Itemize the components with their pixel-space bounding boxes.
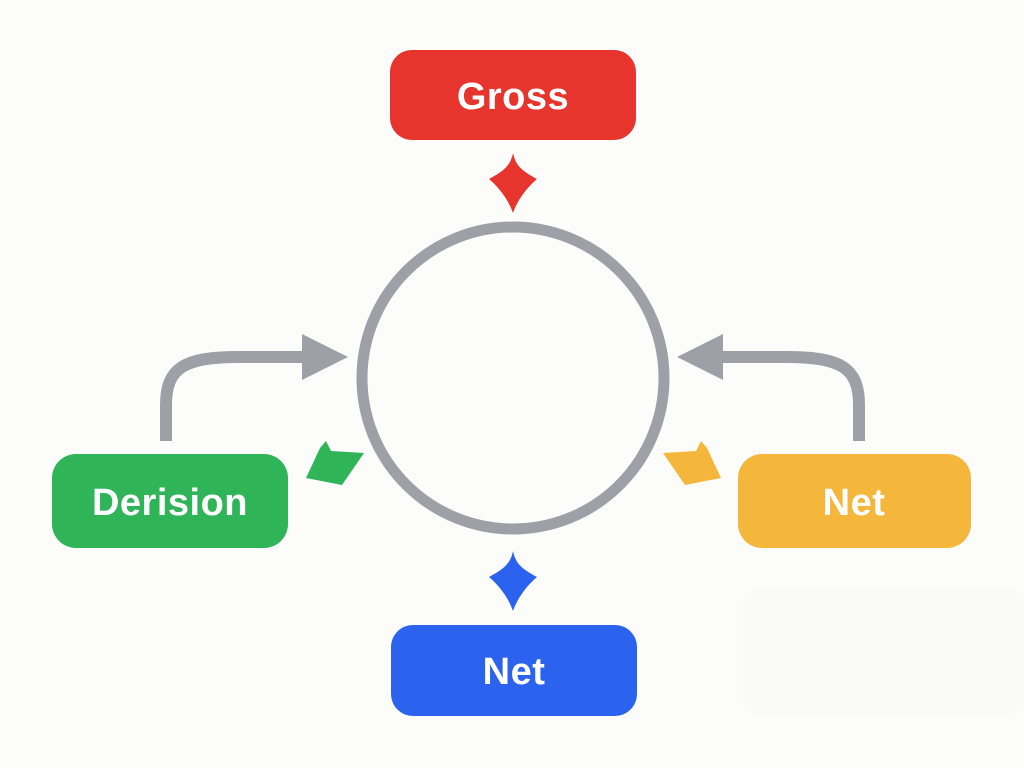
node-net-right-box <box>738 454 971 548</box>
node-net-right-label: Net <box>823 482 886 524</box>
right-curved-arrow-head-icon <box>677 334 723 380</box>
cycle-circle <box>356 221 670 535</box>
node-gross-label: Gross <box>457 76 569 118</box>
blue-diamond-arrow-icon <box>489 551 537 611</box>
green-chunky-arrow-icon <box>306 441 364 485</box>
node-gross-box <box>390 50 636 140</box>
node-derision: Derision <box>52 454 288 548</box>
node-derision-box <box>52 454 288 548</box>
left-curved-arrow-shaft <box>160 351 302 441</box>
left-curved-arrow-head-icon <box>302 334 348 380</box>
node-net-right: Net <box>738 454 971 548</box>
background-patch <box>742 588 1024 716</box>
node-gross: Gross <box>390 50 636 140</box>
red-diamond-arrow-icon <box>489 153 537 213</box>
node-net-bottom: Net <box>391 625 637 716</box>
right-curved-arrow-shaft <box>723 351 865 441</box>
node-net-bottom-label: Net <box>483 651 546 693</box>
yellow-chunky-arrow-icon <box>663 441 721 485</box>
node-derision-label: Derision <box>92 482 248 524</box>
node-net-bottom-box <box>391 625 637 716</box>
